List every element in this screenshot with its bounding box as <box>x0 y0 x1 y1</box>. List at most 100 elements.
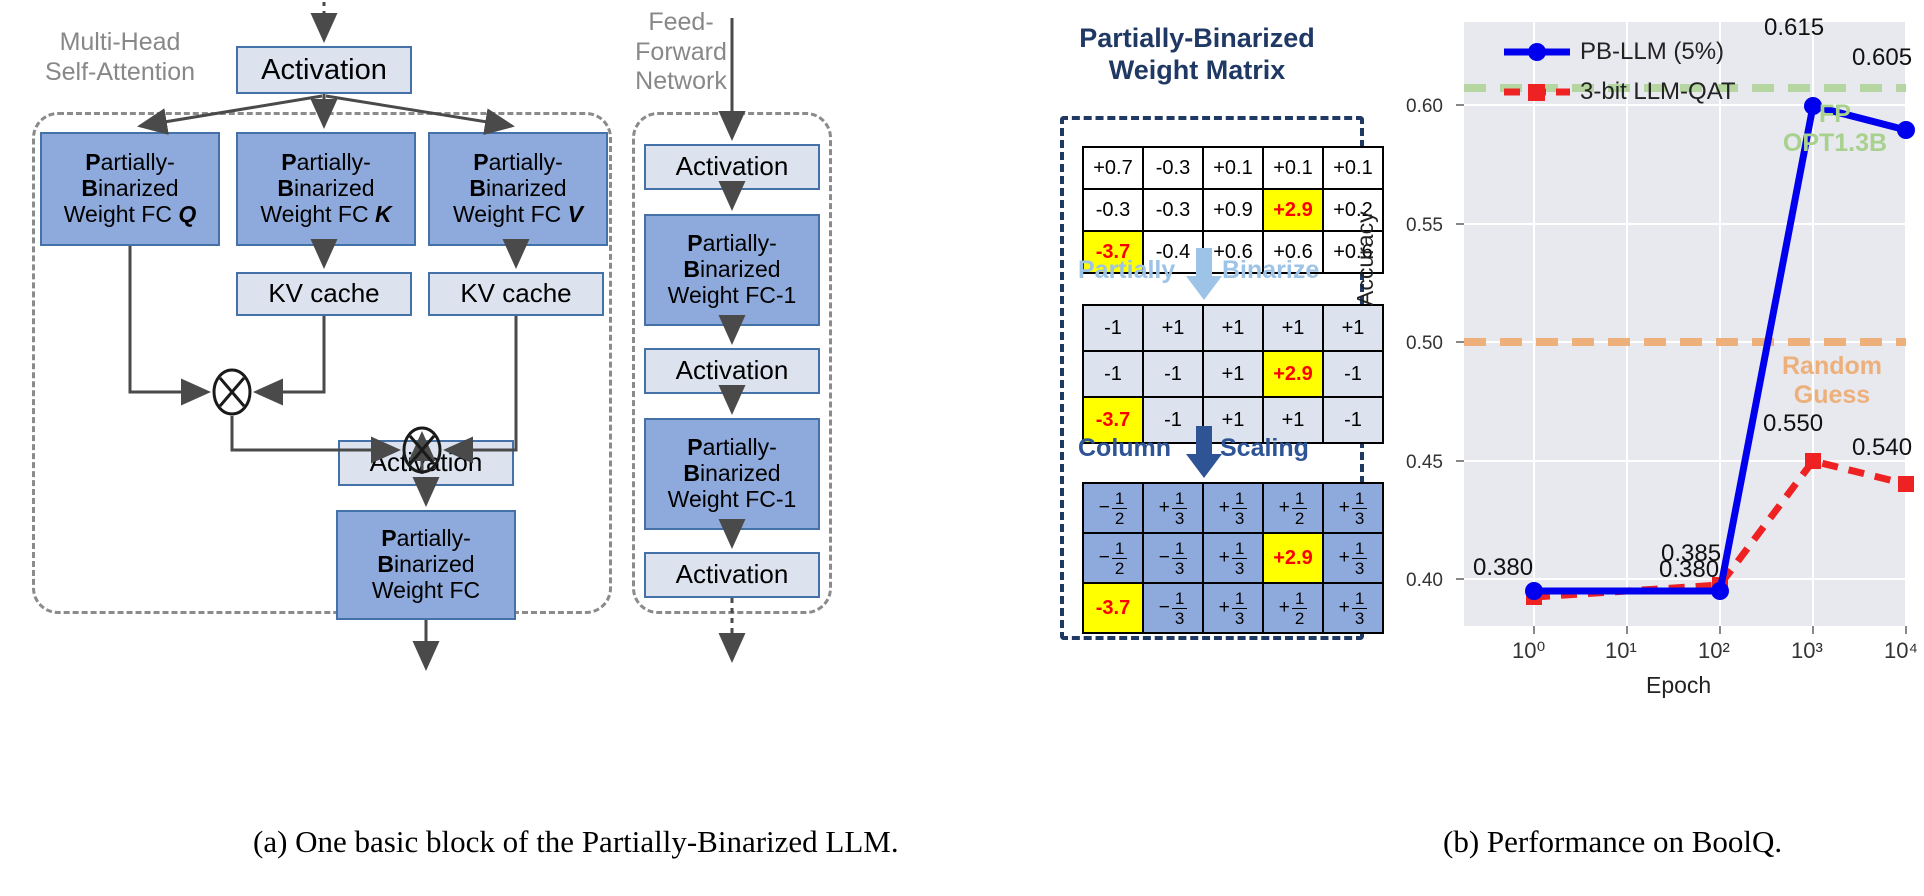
ffn1-l3: Weight FC-1 <box>667 281 797 308</box>
outfc-l1b: artially- <box>396 525 471 552</box>
matrix-cell: +2.9 <box>1262 350 1324 398</box>
box-label: Activation <box>675 355 789 386</box>
box-ffn-activation-1[interactable]: Activation <box>644 144 820 190</box>
fcv-l3: Weight FC <box>453 200 568 227</box>
outfc-l3: Weight FC <box>371 576 481 603</box>
box-out-fc[interactable]: Partially- Binarized Weight FC <box>336 510 516 620</box>
fcq-l2: B <box>81 175 99 202</box>
outfc-l2: B <box>377 551 395 578</box>
ffn2-l1b: artially- <box>702 434 777 461</box>
matrix-cell: +0.7 <box>1082 146 1144 190</box>
y-tick-2: 0.50 <box>1406 333 1443 354</box>
matrix-original: +0.7-0.3+0.1+0.1+0.1-0.3-0.3+0.9+2.9+0.2… <box>1082 146 1384 274</box>
fcq-l1: P <box>85 149 101 176</box>
fck-l2: B <box>277 175 295 202</box>
matrix-binarized: -1+1+1+1+1-1-1+1+2.9-1-3.7-1+1+1-1 <box>1082 304 1384 444</box>
point-label-3bit-2: 0.385 <box>1661 540 1722 567</box>
matrix-row: -1-1+1+2.9-1 <box>1082 350 1384 398</box>
matrix-cell: -3.7 <box>1082 582 1144 634</box>
fcv-l2b: inarized <box>486 175 567 202</box>
ffn1-l2: B <box>683 256 701 283</box>
matrix-cell: -1 <box>1082 350 1144 398</box>
point-label-pb-llm-2: 0.380 <box>1659 556 1720 583</box>
box-label: KV cache <box>460 278 572 309</box>
y-axis-label: Accuracy <box>1352 211 1378 306</box>
box-ffn-fc-2[interactable]: Partially- Binarized Weight FC-1 <box>644 418 820 530</box>
x-tick-0: 10⁰ <box>1512 638 1546 663</box>
fcv-l1b: artially- <box>488 149 563 176</box>
caption-b: (b) Performance on BoolQ. <box>1443 824 1783 859</box>
matrix-cell: +2.9 <box>1262 188 1324 232</box>
matrix-binarized-wrap: -1+1+1+1+1-1-1+1+2.9-1-3.7-1+1+1-1 <box>1082 304 1384 444</box>
annotation-random-guess: Random Guess <box>1782 352 1882 409</box>
box-kv-cache-2[interactable]: KV cache <box>428 272 604 316</box>
box-ffn-activation-2[interactable]: Activation <box>644 348 820 394</box>
matrix-cell: +0.1 <box>1262 146 1324 190</box>
y-tick-0: 0.40 <box>1406 570 1443 591</box>
matrix-cell: -1 <box>1142 350 1204 398</box>
box-mid-activation[interactable]: Activation <box>338 440 514 486</box>
matrix-cell: -1 <box>1322 350 1384 398</box>
point-label-pb-llm-4: 0.605 <box>1852 44 1913 71</box>
fck-l1: P <box>281 149 297 176</box>
ffn2-l1: P <box>687 434 703 461</box>
matrix-cell: +1 <box>1322 304 1384 352</box>
matrix-row: +0.7-0.3+0.1+0.1+0.1 <box>1082 146 1384 190</box>
point-label-3bit-3: 0.550 <box>1763 410 1824 437</box>
step-label-binarize: Binarize <box>1222 256 1320 284</box>
step-label-column: Column <box>1078 434 1172 462</box>
y-tick-1: 0.45 <box>1406 452 1443 473</box>
step-label-partially: Partially <box>1078 256 1176 284</box>
box-label: KV cache <box>268 278 380 309</box>
box-kv-cache-1[interactable]: KV cache <box>236 272 412 316</box>
box-label: Activation <box>261 53 387 86</box>
matrix-cell: +0.6 <box>1262 230 1324 274</box>
point-label-3bit-4: 0.540 <box>1852 434 1913 461</box>
box-ffn-activation-3[interactable]: Activation <box>644 552 820 598</box>
matrix-row: -0.3-0.3+0.9+2.9+0.2 <box>1082 188 1384 232</box>
ffn2-l2: B <box>683 460 701 487</box>
outfc-l2b: inarized <box>394 551 475 578</box>
fcv-l1: P <box>473 149 489 176</box>
matrix-cell: -1 <box>1082 304 1144 352</box>
point-label-pb-llm-1: 0.380 <box>1473 554 1534 581</box>
x-tick-2: 10² <box>1698 638 1730 663</box>
fcv-symbol: V <box>567 200 583 227</box>
matrix-cell: +0.1 <box>1202 146 1264 190</box>
fcq-l1b: artially- <box>100 149 175 176</box>
fck-l1b: artially- <box>296 149 371 176</box>
box-fc-k[interactable]: Partially- Binarized Weight FC K <box>236 132 416 246</box>
fck-l2b: inarized <box>294 175 375 202</box>
matrix-panel-title: Partially-Binarized Weight Matrix <box>1079 23 1315 86</box>
matrix-cell: -3.7 <box>1082 230 1144 274</box>
x-tick-1: 10¹ <box>1605 638 1637 663</box>
matrix-cell: +0.9 <box>1202 188 1264 232</box>
x-tick-3: 10³ <box>1791 638 1823 663</box>
box-fc-q[interactable]: Partially- Binarized Weight FC Q <box>40 132 220 246</box>
fcq-symbol: Q <box>178 200 197 227</box>
matrix-cell: +2.9 <box>1262 532 1324 584</box>
annotation-fp-opt13b: FP OPT1.3B <box>1782 100 1888 157</box>
step-label-scaling: Scaling <box>1220 434 1309 462</box>
x-tick-4: 10⁴ <box>1884 638 1918 663</box>
box-ffn-fc-1[interactable]: Partially- Binarized Weight FC-1 <box>644 214 820 326</box>
attention-group-label: Multi-Head Self-Attention <box>44 28 196 86</box>
box-label: Activation <box>369 447 483 478</box>
y-tick-3: 0.55 <box>1406 215 1443 236</box>
matrix-cell: +0.1 <box>1322 146 1384 190</box>
matrix-cell: -1 <box>1322 396 1384 444</box>
box-top-activation[interactable]: Activation <box>236 46 412 94</box>
box-fc-v[interactable]: Partially- Binarized Weight FC V <box>428 132 608 246</box>
matrix-cell: +1 <box>1202 304 1264 352</box>
